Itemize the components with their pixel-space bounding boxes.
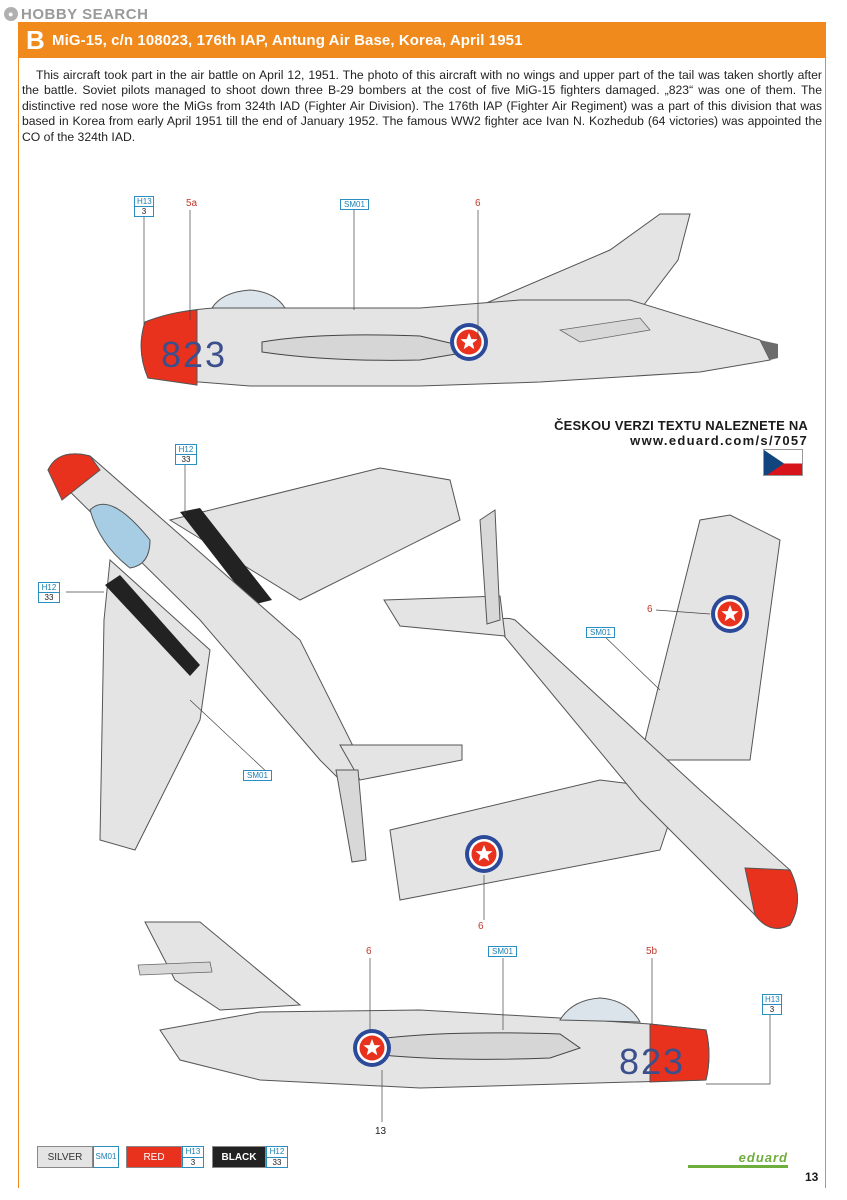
- top-view-canopy: [89, 503, 151, 569]
- profile-letter: B: [26, 24, 45, 55]
- label-6-bottom: 6: [366, 946, 372, 957]
- callout-sm01-bottom-view: SM01: [586, 627, 615, 638]
- label-6-bottom-view-roundel: 6: [478, 921, 484, 932]
- bottom-profile-number: 823: [619, 1041, 685, 1082]
- callout-h13-bottom: H13 3: [762, 994, 782, 1015]
- top-profile-tailplane: [558, 317, 651, 343]
- page-number: 13: [805, 1170, 819, 1184]
- callout-sm01-top-view: SM01: [243, 770, 272, 781]
- legend-red: RED H13 3: [126, 1146, 204, 1168]
- callout-h12-wing: H12 33: [38, 582, 60, 603]
- swatch-black: BLACK: [212, 1146, 266, 1168]
- swatch-red: RED: [126, 1146, 182, 1168]
- leader-lines: [66, 210, 771, 1122]
- watermark-text: HOBBY SEARCH: [21, 5, 149, 23]
- code-red: H13 3: [182, 1146, 204, 1168]
- top-view-stripe-black-2: [105, 575, 200, 676]
- top-profile-exhaust: [760, 340, 778, 360]
- legend-black: BLACK H12 33: [212, 1146, 288, 1168]
- top-profile-red-nose: [140, 309, 198, 386]
- bottom-view-fin: [479, 509, 501, 625]
- label-13: 13: [375, 1126, 387, 1137]
- label-6-bottom-view-wing: 6: [647, 604, 653, 615]
- bottom-profile-tailplane: [137, 961, 213, 976]
- bottom-profile-wing-root: [369, 1032, 582, 1060]
- code-silver: SM01: [93, 1146, 119, 1168]
- intro-paragraph: This aircraft took part in the air battl…: [22, 68, 822, 144]
- legend-silver: SILVER SM01: [37, 1146, 119, 1168]
- bottom-view-red-nose: [744, 867, 798, 929]
- swatch-silver: SILVER: [37, 1146, 93, 1168]
- bottom-profile-canopy: [559, 997, 641, 1023]
- top-view-wing-left: [99, 558, 211, 851]
- top-profile-number: 823: [161, 334, 227, 375]
- frame-right-border: [825, 58, 826, 1188]
- top-view-fin: [335, 769, 367, 863]
- bottom-view-wing-lower: [389, 779, 681, 901]
- top-profile-canopy: [211, 289, 286, 309]
- bottom-view: [383, 509, 798, 929]
- czech-web-reference: ČESKOU VERZI TEXTU NALEZNETE NA www.edua…: [548, 418, 808, 448]
- label-5a: 5a: [186, 198, 198, 209]
- code-black: H12 33: [266, 1146, 288, 1168]
- callout-sm01-top: SM01: [340, 199, 369, 210]
- top-view: [47, 453, 463, 863]
- callout-h13-top: H13 3: [134, 196, 154, 217]
- left-side-profile: [140, 213, 778, 387]
- top-view-tailplane: [339, 744, 463, 781]
- callout-sm01-bottom: SM01: [488, 946, 517, 957]
- top-view-red-nose: [47, 453, 101, 501]
- profile-title: MiG-15, c/n 108023, 176th IAP, Antung Ai…: [52, 31, 523, 49]
- top-view-wing-right: [168, 467, 461, 601]
- label-6-top: 6: [475, 198, 481, 209]
- callout-h12-top-view: H12 33: [175, 444, 197, 465]
- eduard-url[interactable]: www.eduard.com/s/7057: [630, 433, 808, 448]
- czech-flag-icon: [763, 449, 803, 476]
- eduard-logo: eduard: [688, 1151, 788, 1168]
- czech-text: ČESKOU VERZI TEXTU NALEZNETE NA: [554, 418, 808, 433]
- top-profile-wing-root: [261, 334, 481, 361]
- bottom-view-tailplane: [383, 595, 506, 637]
- top-profile-fin: [469, 213, 691, 311]
- hobby-search-watermark: ● HOBBY SEARCH: [4, 4, 148, 24]
- top-view-stripe-black-1: [180, 508, 272, 605]
- hobby-search-logo-icon: ●: [4, 7, 18, 21]
- bottom-view-wing-upper: [639, 514, 781, 761]
- bottom-profile-red-nose: [649, 1023, 710, 1083]
- label-5b: 5b: [646, 946, 658, 957]
- frame-left-border: [18, 58, 19, 1188]
- right-side-profile: [137, 921, 710, 1089]
- profile-header: B MiG-15, c/n 108023, 176th IAP, Antung …: [18, 22, 826, 58]
